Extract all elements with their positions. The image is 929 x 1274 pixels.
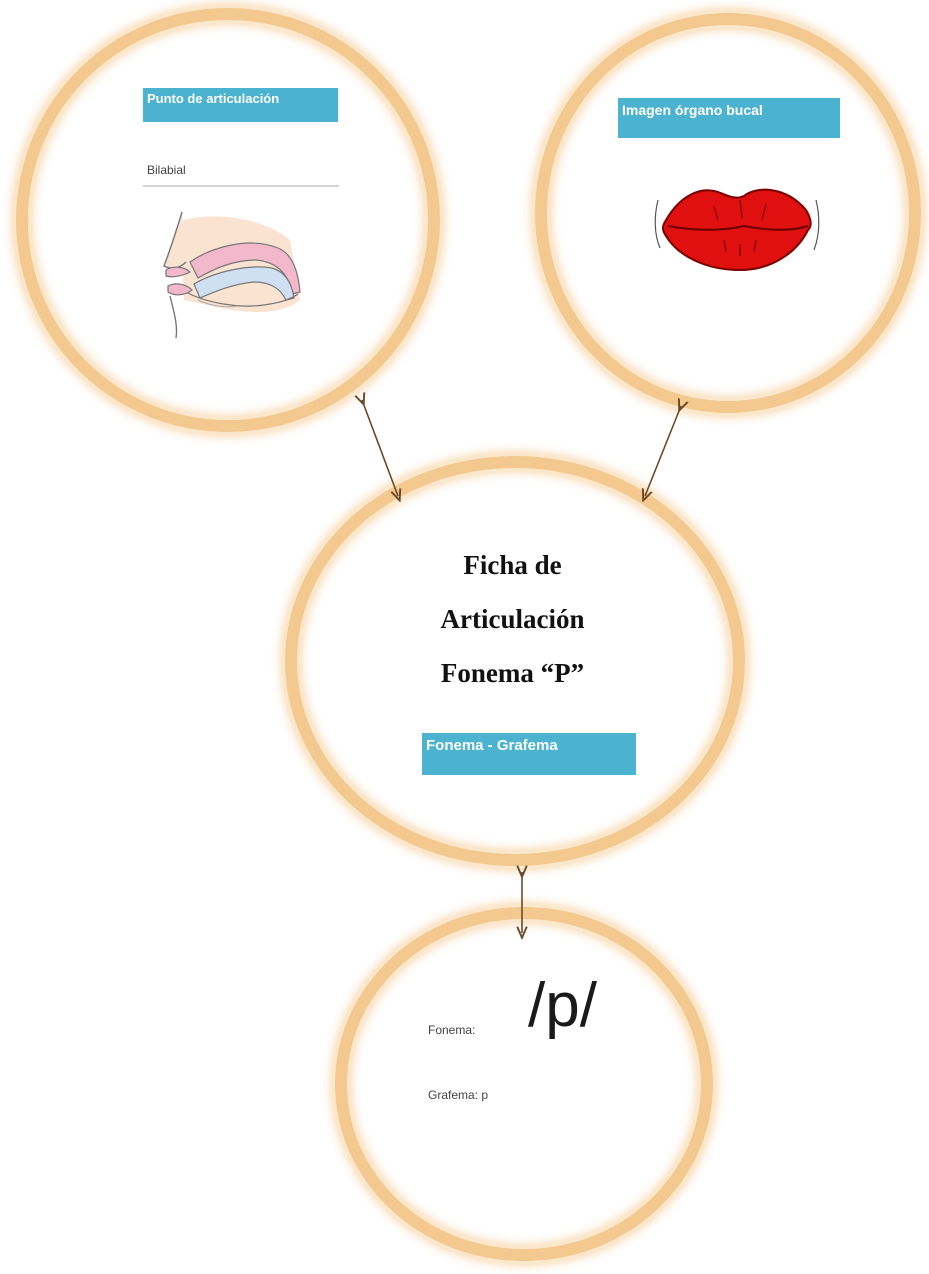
connector-articulation-to-center [362,400,398,496]
divider [143,185,339,187]
phoneme-grapheme-header: Fonema - Grafema [422,733,636,775]
center-title-line-2: Articulación [440,604,585,634]
fonema-symbol: /p/ [528,971,597,1040]
articulation-point-header: Punto de articulación [143,88,338,122]
connector-oral-organ-to-center [645,406,681,496]
grafema-label: Grafema: p [428,1088,489,1102]
articulation-point-value: Bilabial [147,163,186,177]
center-title-line-1: Ficha de [463,550,562,580]
fonema-label: Fonema: [428,1023,476,1037]
center-title: Ficha de Articulación Fonema “P” [360,538,665,700]
center-title-line-3: Fonema “P” [440,658,585,688]
oral-organ-header: Imagen órgano bucal [618,98,840,138]
